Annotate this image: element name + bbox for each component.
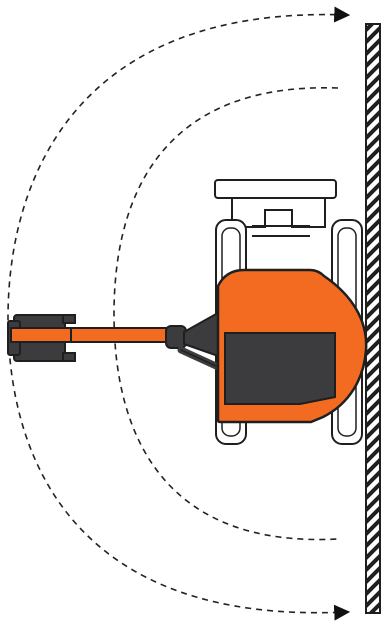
compact-excavator-icon [7, 179, 368, 445]
bucket [7, 314, 76, 362]
upper-structure [216, 268, 368, 424]
dashed-swing-arc-icon [7, 6, 351, 621]
hatched-wall-icon [365, 23, 381, 614]
